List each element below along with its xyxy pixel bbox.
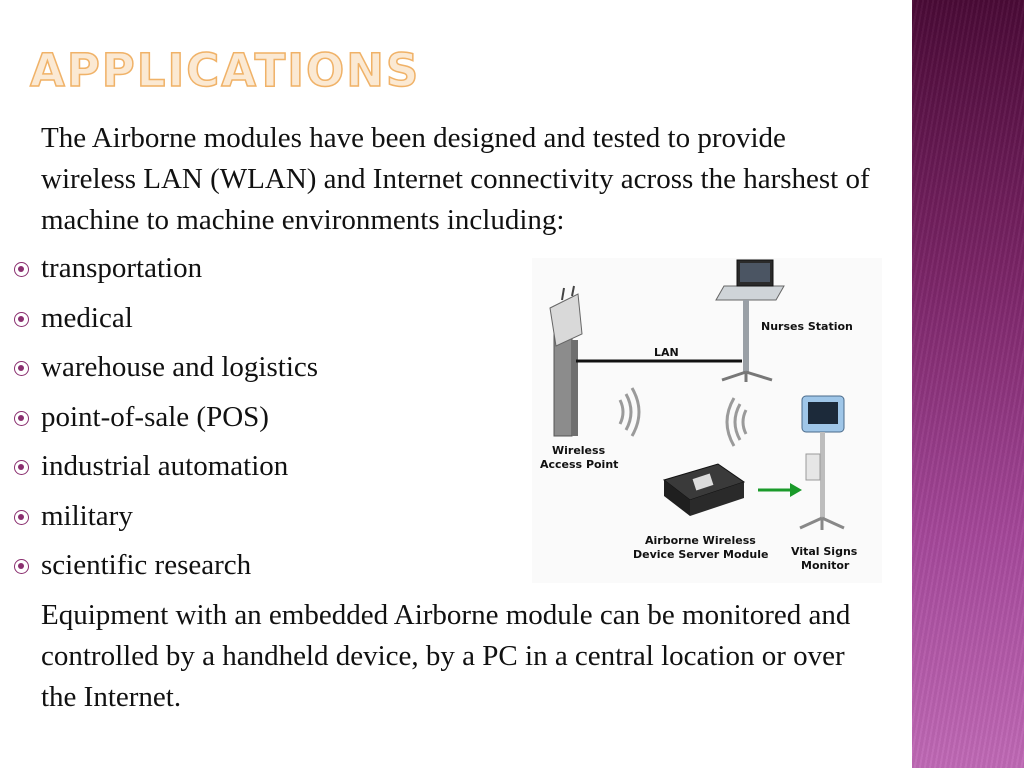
network-diagram: LAN Nurses Station Wireless Access Point xyxy=(532,258,882,583)
module-label-line1: Airborne Wireless xyxy=(645,534,756,547)
decorative-side-band xyxy=(912,0,1024,768)
circled-dot-bullet-icon xyxy=(14,559,29,574)
module-label-line2: Device Server Module xyxy=(633,548,768,561)
intro-paragraph: The Airborne modules have been designed … xyxy=(41,122,870,236)
application-list: transportation medical warehouse and log… xyxy=(0,248,900,595)
list-item: transportation xyxy=(0,248,900,298)
list-item-label: point-of-sale (POS) xyxy=(41,400,269,433)
list-item: scientific research xyxy=(0,545,900,595)
nurses-station-illustration xyxy=(715,259,785,382)
list-item-label: scientific research xyxy=(41,549,252,581)
slide-title: APPLICATIONS xyxy=(29,43,421,98)
nurses-station-label: Nurses Station xyxy=(761,320,853,333)
slide-body: The Airborne modules have been designed … xyxy=(0,118,900,718)
closing-paragraph: Equipment with an embedded Airborne modu… xyxy=(41,598,851,713)
circled-dot-bullet-icon xyxy=(14,262,29,277)
list-item: medical xyxy=(0,298,900,348)
circled-dot-bullet-icon xyxy=(14,460,29,475)
list-item-label: military xyxy=(41,499,133,532)
list-item-label: medical xyxy=(41,301,133,334)
arrow-icon xyxy=(758,483,802,497)
circled-dot-bullet-icon xyxy=(14,410,29,426)
wireless-signal-icon xyxy=(725,397,748,447)
circled-dot-bullet-icon xyxy=(14,509,29,525)
list-item: point-of-sale (POS) xyxy=(0,397,900,447)
access-point-illustration xyxy=(549,285,583,437)
monitor-label-line2: Monitor xyxy=(801,559,850,572)
lan-label: LAN xyxy=(654,346,679,359)
list-item: military xyxy=(0,496,900,546)
list-item: industrial automation xyxy=(0,446,900,496)
wireless-signal-icon xyxy=(618,387,641,437)
list-item-label: transportation xyxy=(41,252,203,284)
circled-dot-bullet-icon xyxy=(14,311,29,327)
device-server-module-illustration xyxy=(662,463,746,516)
monitor-label-line1: Vital Signs xyxy=(791,545,858,558)
list-item: warehouse and logistics xyxy=(0,347,900,397)
vital-signs-monitor-illustration xyxy=(799,395,845,530)
access-point-label-line1: Wireless xyxy=(552,444,606,457)
circled-dot-bullet-icon xyxy=(14,361,29,376)
access-point-label-line2: Access Point xyxy=(540,458,618,471)
list-item-label: warehouse and logistics xyxy=(41,351,319,383)
list-item-label: industrial automation xyxy=(41,450,289,482)
